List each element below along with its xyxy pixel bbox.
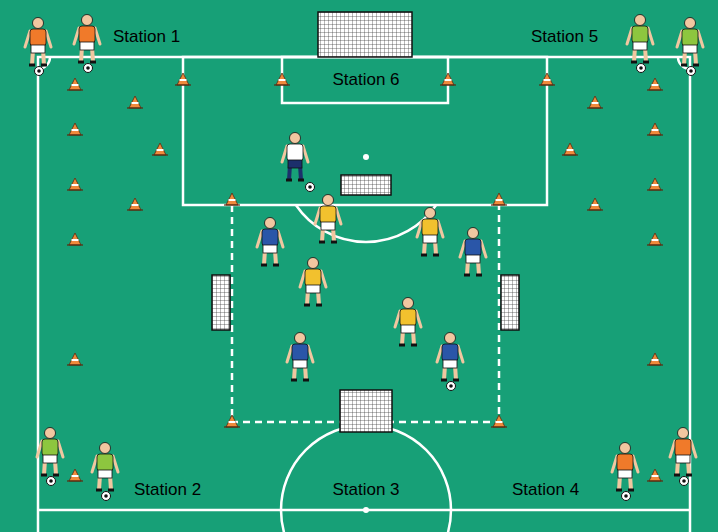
cone [67, 469, 83, 481]
player [627, 15, 653, 63]
cone [647, 178, 663, 190]
cone [175, 73, 191, 85]
centre-spot [363, 507, 369, 513]
player [460, 228, 486, 276]
goal [341, 175, 391, 195]
player [74, 15, 100, 63]
cone [67, 178, 83, 190]
cone [127, 198, 143, 210]
player [257, 218, 283, 266]
cone [647, 123, 663, 135]
cone [152, 143, 168, 155]
player [417, 208, 443, 256]
cone [67, 123, 83, 135]
ball [84, 64, 93, 73]
penalty-spot [363, 154, 369, 160]
cone [67, 353, 83, 365]
player [395, 298, 421, 346]
goal [212, 275, 230, 330]
station-label: Station 5 [531, 27, 598, 47]
cone [647, 233, 663, 245]
cone [647, 353, 663, 365]
penalty-box [183, 57, 547, 205]
goal-area [282, 57, 448, 103]
centre-circle [281, 425, 451, 532]
touchline [38, 57, 690, 532]
player [670, 428, 696, 476]
cone [647, 78, 663, 90]
cone [67, 233, 83, 245]
cone [274, 73, 290, 85]
cone [491, 415, 507, 427]
station-label: Station 6 [332, 70, 399, 90]
cone [539, 73, 555, 85]
player [437, 333, 463, 381]
station-label: Station 4 [512, 480, 579, 500]
goal [318, 12, 412, 57]
player [300, 258, 326, 306]
ball [35, 67, 44, 76]
ball [680, 477, 689, 486]
ball [622, 492, 631, 501]
station-label: Station 2 [134, 480, 201, 500]
penalty-arc [296, 205, 436, 242]
station-label: Station 3 [332, 480, 399, 500]
cone [587, 96, 603, 108]
player [37, 428, 63, 476]
cone [562, 143, 578, 155]
cone [67, 78, 83, 90]
cone [224, 193, 240, 205]
station-label: Station 1 [113, 27, 180, 47]
ball [306, 183, 315, 192]
player [282, 133, 308, 181]
player [612, 443, 638, 491]
player [25, 18, 51, 66]
cone [491, 193, 507, 205]
ball [102, 492, 111, 501]
ball [687, 67, 696, 76]
player [677, 18, 703, 66]
cone [224, 415, 240, 427]
player [287, 333, 313, 381]
cone [587, 198, 603, 210]
player [315, 195, 341, 243]
ball [47, 477, 56, 486]
cone [440, 73, 456, 85]
goal [340, 390, 392, 432]
cone [127, 96, 143, 108]
cone [647, 469, 663, 481]
field-lines [38, 57, 690, 532]
ball [447, 382, 456, 391]
player [92, 443, 118, 491]
ball [637, 64, 646, 73]
goal [501, 275, 519, 330]
